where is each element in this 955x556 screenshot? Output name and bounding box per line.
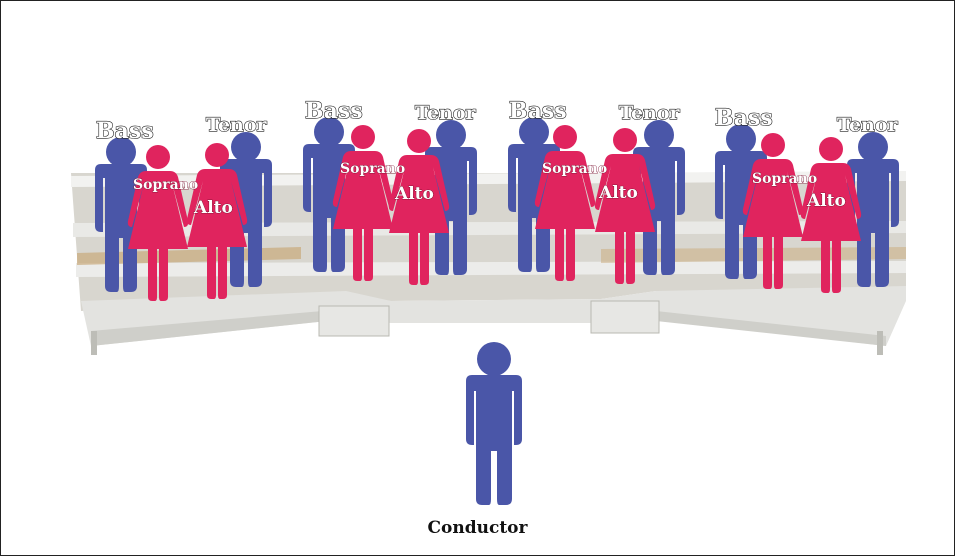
tenor-label: Tenor [619, 102, 681, 124]
bass-label: Bass [305, 98, 363, 124]
soprano-label: Soprano [542, 161, 607, 177]
conductor-label: Conductor [427, 518, 528, 538]
alto-label: Alto [394, 184, 434, 204]
soprano-label: Soprano [133, 177, 198, 193]
tenor-label: Tenor [837, 114, 899, 136]
bass-label: Bass [96, 118, 154, 144]
risers [71, 171, 906, 355]
conductor-figure [466, 342, 522, 505]
soprano-label: Soprano [752, 171, 817, 187]
soprano-label: Soprano [340, 161, 405, 177]
tenor-label: Tenor [415, 102, 477, 124]
choir-section-4: Bass Tenor Soprano Alto [714, 104, 899, 293]
alto-label: Alto [193, 198, 233, 218]
choir-section-3: Bass Tenor Soprano Alto [508, 97, 685, 284]
choir-section-1: Bass Tenor Soprano Alto [95, 113, 272, 301]
alto-label: Alto [598, 183, 638, 203]
tenor-label: Tenor [206, 114, 268, 136]
bass-label: Bass [509, 98, 567, 124]
choir-section-2: Bass Tenor Soprano Alto [303, 97, 477, 285]
alto-label: Alto [806, 191, 846, 211]
bass-label: Bass [715, 105, 773, 131]
